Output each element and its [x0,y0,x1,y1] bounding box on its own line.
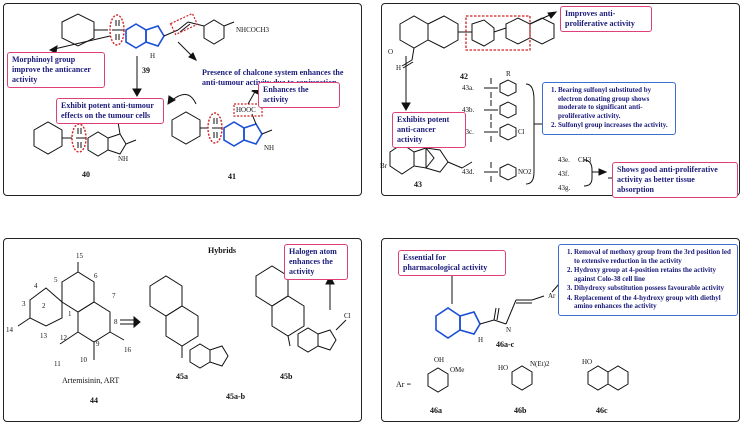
cl-43c: Cl [518,128,525,136]
label-44: 44 [90,396,98,405]
nh-40: NH [118,155,129,163]
note-halogen: Halogen atom enhances the activity [284,244,348,280]
variant-43b: 43b. [462,106,475,114]
note-sar-list: Removal of methoxy group from the 3rd po… [558,244,738,316]
label-40: 40 [82,170,90,179]
variant-43a: 43a. [462,84,474,92]
ho-46c: HO [582,358,593,366]
label-46a: 46a [430,406,442,415]
note-potent: Exhibits potent anti-cancer activity [392,112,466,148]
num-7: 7 [112,292,116,300]
structure-45b [255,265,347,353]
sar-item-3: Dihydroxy substitution possess favourabl… [574,284,733,293]
label-42: 42 [460,72,468,81]
num-15: 15 [76,252,83,260]
num-6: 6 [94,272,98,280]
cl-45b: Cl [344,312,351,320]
num-5: 5 [54,276,58,284]
n-46: N [506,326,512,334]
note-essential: Essential for pharmacological activity [398,250,506,276]
label-46b: 46b [514,406,527,415]
nh-39: H [150,52,156,60]
label-45a: 45a [176,372,188,381]
num-12: 12 [60,334,67,342]
nh-46: H [478,336,484,344]
note-enhances: Enhances the activity [258,82,340,108]
variant-43e: 43e. [558,156,570,164]
ome-46a: OMe [450,366,465,374]
br-43: Br [380,162,387,170]
ho-46b: HO [498,364,509,372]
structure-44 [17,262,125,360]
variant-43f: 43f. [558,170,570,178]
variant-43g: 43g. [558,184,571,192]
nhcoch3: NHCOCH3 [236,26,270,34]
note-antiprolif: Improves anti-proliferative activity [560,6,652,32]
label-46ac: 46a-c [496,340,515,349]
artemisinin-name: Artemisinin, ART [62,376,120,385]
num-16: 16 [124,346,131,354]
label-41: 41 [228,172,236,181]
r-label: R [506,70,511,78]
variant-43d: 43d. [462,168,475,176]
label-39: 39 [142,66,150,75]
num-8: 8 [114,318,118,326]
num-14: 14 [6,326,13,334]
num-3: 3 [22,300,26,308]
net2-46b: N(Et)2 [530,360,550,368]
ch3-43e: CH3 [578,156,592,164]
num-13: 13 [40,332,47,340]
ald-o: O [388,48,394,56]
note-antitumour: Exhibit potent anti-tumour effects on th… [56,98,164,124]
num-9: 9 [96,340,100,348]
ald-h: H [396,64,402,72]
structure-46 [435,295,545,339]
label-43: 43 [414,180,422,189]
oh-46a: OH [434,356,445,364]
structure-45a [149,275,229,369]
sar-item-1: Removal of methoxy group from the 3rd po… [574,248,733,265]
sulfonyl-item-1: Bearing sulfonyl substituted by electron… [558,86,671,120]
num-4: 4 [34,282,38,290]
structure-39 [61,13,235,49]
note-sulfonyl: Bearing sulfonyl substituted by electron… [542,82,676,135]
num-2: 2 [42,302,46,310]
ar-eq: Ar = [396,380,411,389]
no2-43d: NO2 [518,168,532,176]
ar-46: Ar [548,292,556,300]
num-11: 11 [54,360,61,368]
structure-41 [171,111,273,147]
num-10: 10 [80,356,87,364]
variant-43c: 43c. [462,128,474,136]
hooc-41: HOOC [236,106,256,114]
sar-item-2: Hydroxy group at 4-position retains the … [574,266,733,283]
label-45b: 45b [280,372,293,381]
note-morpholine: Morphinoyl group improve the anticancer … [7,52,105,88]
sulfonyl-item-2: Sulfonyl group increases the activity. [558,121,671,130]
note-tissue: Shows good anti-proliferative activity a… [612,162,738,198]
label-45ab: 45a-b [226,392,246,401]
num-1: 1 [68,310,72,318]
hybrids-label: Hybrids [208,246,237,255]
sar-item-4: Replacement of the 4-hydroxy group with … [574,294,733,311]
nh-41: NH [264,144,275,152]
label-46c: 46c [596,406,608,415]
